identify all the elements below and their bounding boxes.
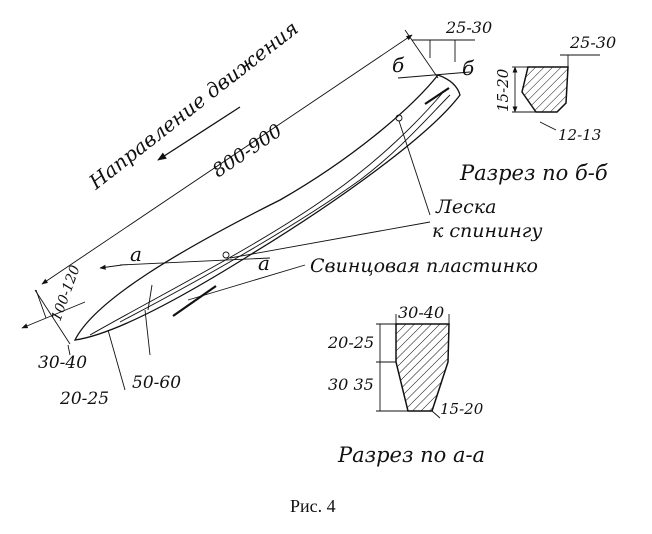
section-a-upper-dim: 20-25 xyxy=(327,333,374,352)
section-b-top-dim: 25-30 xyxy=(569,33,616,52)
section-a-letter-right: а xyxy=(258,251,270,275)
length-label: 800-900 xyxy=(208,120,286,182)
nose-top-label: 30-40 xyxy=(38,353,87,373)
direction-arrow: Направление движения xyxy=(84,16,303,195)
section-a-title: Разрез по а-а xyxy=(337,443,485,467)
section-b-cutline: б б xyxy=(392,53,475,80)
section-a-profile xyxy=(376,314,450,419)
section-a-cutline: а а xyxy=(99,242,271,275)
nose-dimensions xyxy=(67,284,153,391)
section-b-height-dim: 15-20 xyxy=(494,68,512,112)
tail-width-dimension: 100-120 xyxy=(21,263,86,329)
section-b-letter-left: б xyxy=(392,53,405,77)
section-a-letter-left: а xyxy=(130,242,142,266)
line-label-1: Леска xyxy=(435,196,496,218)
section-b-profile xyxy=(512,54,600,131)
section-b-letter-right: б xyxy=(462,56,475,80)
section-b-bottom-dim: 12-13 xyxy=(558,126,601,144)
section-b-title: Разрез по б-б xyxy=(459,161,608,185)
lure-body xyxy=(73,74,461,341)
nose-mid-label: 20-25 xyxy=(59,389,109,409)
figure-caption: Рис. 4 xyxy=(290,496,336,516)
tail-top-label: 25-30 xyxy=(445,18,492,37)
leader-lines xyxy=(187,120,431,301)
section-a-bottom-dim: 15-20 xyxy=(440,400,484,418)
line-label-2: к спинингу xyxy=(432,220,542,242)
section-a-top-dim: 30-40 xyxy=(398,303,444,322)
tail-top-dimension: 25-30 xyxy=(412,18,492,62)
lead-plate-label: Свинцовая пластинко xyxy=(310,255,538,277)
tail-width-label: 100-120 xyxy=(49,263,84,323)
section-a-lower-dim: 30 35 xyxy=(328,375,374,394)
direction-label: Направление движения xyxy=(84,16,303,195)
nose-plate-label: 50-60 xyxy=(132,373,181,393)
